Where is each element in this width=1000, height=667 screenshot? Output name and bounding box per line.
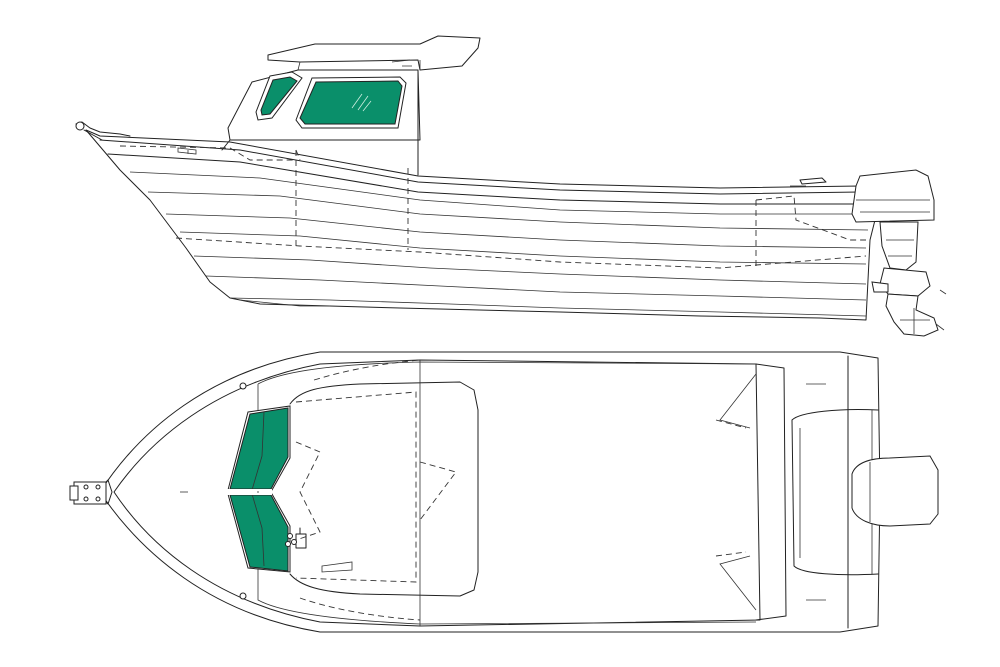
outboard-plan xyxy=(851,455,939,527)
cabin-roof xyxy=(267,35,481,71)
anchor-roller xyxy=(69,481,107,505)
plan-view xyxy=(69,351,939,633)
outboard-motor xyxy=(851,169,947,337)
hull-plan-outline xyxy=(99,351,881,633)
windshield-plan xyxy=(226,405,291,573)
hull-side xyxy=(85,129,877,321)
windshield-window-glass xyxy=(299,80,403,125)
side-window-small-glass xyxy=(260,76,298,116)
side-elevation xyxy=(75,35,947,337)
